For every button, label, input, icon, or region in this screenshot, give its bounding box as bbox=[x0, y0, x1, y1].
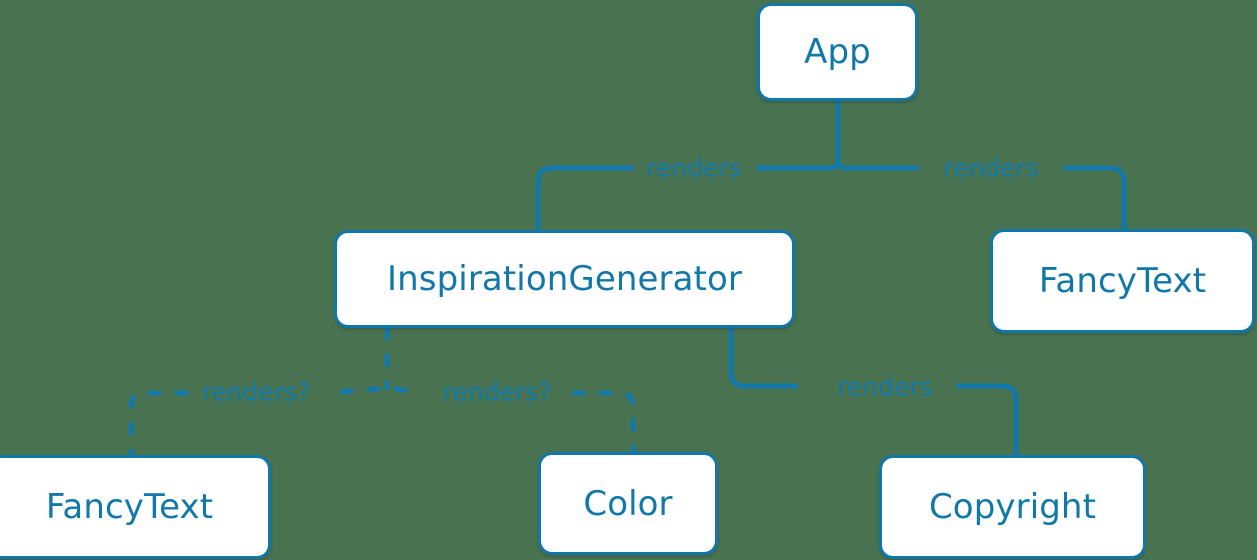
node-color-label: Color bbox=[583, 483, 673, 524]
node-copyright-label: Copyright bbox=[928, 487, 1097, 527]
edge-label-inspirationgenerator-to-copyright: renders bbox=[837, 372, 933, 402]
edge-label-app-to-fancytext: renders bbox=[943, 153, 1039, 183]
edge-inspirationgenerator-to-copyright-b bbox=[955, 383, 1019, 458]
node-copyright[interactable]: Copyright bbox=[879, 455, 1146, 559]
edge-inspirationgenerator-to-fancytext-bottom-a bbox=[322, 386, 381, 396]
node-inspiration-generator-label: InspirationGenerator bbox=[387, 259, 742, 299]
node-fancy-text-right-label: FancyText bbox=[1038, 261, 1207, 301]
node-app-label: App bbox=[804, 32, 871, 72]
edge-label-inspirationgenerator-to-color: renders? bbox=[442, 377, 552, 407]
edge-inspirationgenerator-to-color-b bbox=[571, 390, 636, 455]
edge-inspirationgenerator-to-copyright-a bbox=[728, 326, 799, 389]
node-color[interactable]: Color bbox=[538, 452, 718, 555]
edge-app-to-fancytext-b bbox=[1063, 165, 1127, 232]
node-app[interactable]: App bbox=[757, 3, 918, 101]
node-fancy-text-bottom-label: FancyText bbox=[45, 487, 214, 527]
node-inspiration-generator[interactable]: InspirationGenerator bbox=[334, 230, 795, 328]
edge-inspirationgenerator-to-color-a bbox=[393, 386, 423, 396]
edge-app-to-inspirationgenerator-b bbox=[535, 165, 635, 233]
edge-label-inspirationgenerator-to-fancytext-bottom: renders? bbox=[201, 377, 311, 407]
node-fancy-text-right[interactable]: FancyText bbox=[990, 229, 1255, 333]
node-fancy-text-bottom[interactable]: FancyText bbox=[0, 455, 271, 559]
edge-label-app-to-inspirationgenerator: renders bbox=[646, 153, 742, 183]
edge-inspirationgenerator-to-fancytext-bottom-b bbox=[128, 390, 189, 458]
